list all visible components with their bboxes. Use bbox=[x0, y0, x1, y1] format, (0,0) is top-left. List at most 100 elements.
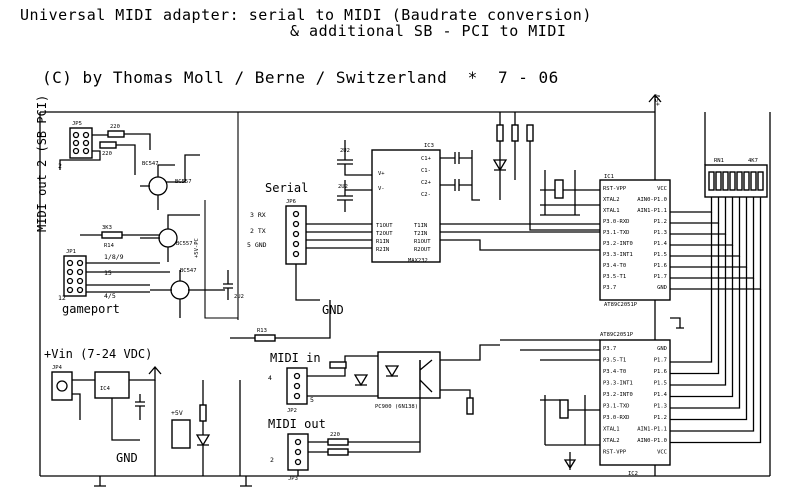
ic2-pin-right: GND bbox=[657, 346, 667, 352]
ic3-pin-c1p: C1+ bbox=[421, 156, 432, 162]
ic1-pin-right: VCC bbox=[657, 186, 667, 192]
label-r13: R13 bbox=[257, 328, 267, 334]
label-midi-in: MIDI in bbox=[270, 351, 321, 365]
rn1-element bbox=[729, 171, 736, 191]
rn1-to-ic2-wire bbox=[670, 223, 720, 375]
ic2-pin-right: P1.6 bbox=[654, 369, 667, 375]
ic3-pin-c1m: C1- bbox=[421, 168, 431, 174]
label-max232: MAX232 bbox=[408, 258, 428, 264]
rn1-element bbox=[750, 171, 757, 191]
ic1-pin-left: P3.0-RXD bbox=[603, 219, 630, 225]
label-gp-45: 4/5 bbox=[104, 292, 116, 300]
ic3-pin-t1in: T1IN bbox=[414, 223, 427, 229]
ic1-pin-left: RST-VPP bbox=[603, 186, 627, 192]
label-midi-in-4: 4 bbox=[268, 374, 272, 382]
ic2-pin-left: P3.4-T0 bbox=[603, 369, 626, 375]
ic2-pin-right: P1.5 bbox=[654, 381, 667, 387]
ic2-pin-right: VCC bbox=[657, 450, 667, 456]
ic3-pin-r1in: R1IN bbox=[376, 239, 389, 245]
ic1-pin-left: P3.5-T1 bbox=[603, 274, 626, 280]
rn1-to-ic2-wire bbox=[670, 267, 748, 421]
ic1-pin-right: P1.2 bbox=[654, 219, 667, 225]
ic2-pin-left: RST-VPP bbox=[603, 450, 627, 456]
rn1-to-ic2-wire bbox=[670, 234, 727, 386]
ic1-pin-right: GND bbox=[657, 285, 667, 291]
connector-serial: Serial JP6 3 RX 2 TX 5 GND GND bbox=[247, 181, 372, 317]
ic2-pin-right: P1.7 bbox=[654, 358, 667, 364]
connector-midi-in: MIDI in JP2 4 5 bbox=[268, 351, 378, 414]
rn1-to-ic2-wire bbox=[670, 289, 762, 444]
label-gp-12: 12 bbox=[58, 294, 66, 302]
ic1-pin-right: P1.6 bbox=[654, 263, 667, 269]
connector-jp5: JP5 2 220 220 bbox=[58, 121, 151, 175]
label-r220-b: 220 bbox=[102, 151, 112, 157]
connector-midi-out: MIDI out JP3 2 220 bbox=[268, 360, 421, 482]
capacitors-max232: 2U2 2U2 bbox=[337, 140, 480, 212]
ic3-pin-t2out: T2OUT bbox=[376, 231, 393, 237]
copyright-line: (C) by Thomas Moll / Berne / Switzerland… bbox=[42, 68, 559, 87]
label-midi-out: MIDI out bbox=[268, 417, 326, 431]
title-line-2: & additional SB - PCI to MIDI bbox=[290, 22, 567, 40]
rn1-to-ic1-wire bbox=[670, 197, 727, 235]
resistor-r13: R13 bbox=[230, 300, 331, 342]
ic3-pin-r1out: R1OUT bbox=[414, 239, 431, 245]
ic1-pin-left: P3.2-INT0 bbox=[603, 241, 633, 247]
label-bc557-a: BC557 bbox=[175, 179, 192, 185]
rn1-element bbox=[722, 171, 729, 191]
ic1-pin-right: P1.5 bbox=[654, 252, 667, 258]
label-ic2: IC2 bbox=[628, 471, 638, 477]
label-serial: Serial bbox=[265, 181, 308, 195]
label-plus5v-top: +5V bbox=[654, 94, 662, 106]
ic2-pin-left: XTAL1 bbox=[603, 427, 620, 433]
label-serial-rx: 3 RX bbox=[250, 211, 266, 219]
ic2-at89c2051: AT89C2051P IC2 P3.7P3.5-T1P3.4-T0P3.3-IN… bbox=[599, 332, 671, 477]
label-serial-tx: 2 TX bbox=[250, 227, 266, 235]
ic2-pin-left: P3.5-T1 bbox=[603, 358, 626, 364]
ic1-at89c2051: IC1 RST-VPPXTAL2XTAL1P3.0-RXDP3.1-TXDP3.… bbox=[599, 174, 671, 308]
ic1-pin-left: P3.3-INT1 bbox=[603, 252, 633, 258]
resistor-network-rn1: RN1 4K7 bbox=[704, 112, 768, 198]
label-gnd-bottom: GND bbox=[116, 451, 138, 465]
rn1-to-ic2-wire bbox=[670, 256, 741, 409]
label-jp2: JP2 bbox=[287, 408, 297, 414]
label-jp4: JP4 bbox=[52, 365, 63, 371]
opto-coupler: PC900 (6N138) bbox=[375, 344, 500, 415]
label-r220-a: 220 bbox=[110, 124, 120, 130]
label-jp5: JP5 bbox=[72, 121, 82, 127]
label-at89-bottom: AT89C2051P bbox=[600, 332, 634, 338]
label-gp-1: 1/8/9 bbox=[104, 253, 124, 261]
connector-gameport: JP1 1/8/9 15 12 4/5 gameport bbox=[58, 249, 170, 316]
label-midi-out-2: MIDI out 2 (SB PCI) bbox=[35, 95, 49, 232]
label-midi-in-5: 5 bbox=[310, 396, 314, 404]
rn1-element bbox=[757, 171, 764, 191]
label-ic3: IC3 bbox=[424, 143, 434, 149]
rn1-to-ic2-wire bbox=[670, 245, 734, 398]
power-supply: +Vin (7-24 VDC) JP4 IC4 GND +5V bbox=[44, 347, 252, 487]
rn1-element bbox=[708, 171, 715, 191]
ic1-pin-right: AIN0-P1.0 bbox=[637, 197, 667, 203]
ic2-pin-left: P3.2-INT0 bbox=[603, 392, 633, 398]
ic3-pin-t2in: T2IN bbox=[414, 231, 427, 237]
ic2-pin-right: P1.2 bbox=[654, 415, 667, 421]
label-c5-value: 2U2 bbox=[234, 294, 244, 300]
rn1-to-ic2-wire bbox=[670, 278, 755, 432]
ic1-pin-left: P3.1-TXD bbox=[603, 230, 630, 236]
ic2-pin-left: XTAL2 bbox=[603, 438, 620, 444]
rn1-element bbox=[743, 171, 750, 191]
label-serial-gnd: 5 GND bbox=[247, 241, 267, 249]
rn1-to-ic1-wire bbox=[670, 197, 734, 246]
rn1-element bbox=[736, 171, 743, 191]
supply-5v-top: +5V bbox=[648, 94, 662, 112]
ic3-max232: IC3 V+ V- C1+ C1- C2+ C2- T1OUT T2OUT R1… bbox=[371, 143, 441, 264]
label-bc547-a: BC547 bbox=[142, 161, 159, 167]
ic1-pin-left: P3.7 bbox=[603, 285, 616, 291]
ic1-pin-right: P1.3 bbox=[654, 230, 667, 236]
ic3-pin-r2in: R2IN bbox=[376, 247, 389, 253]
ic1-pin-right: P1.7 bbox=[654, 274, 667, 280]
ic3-pin-r2out: R2OUT bbox=[414, 247, 431, 253]
rn1-to-ic1-wire bbox=[670, 197, 713, 213]
label-gameport: gameport bbox=[62, 302, 120, 316]
label-opto: PC900 (6N138) bbox=[375, 404, 418, 410]
ic1-pin-right: P1.4 bbox=[654, 241, 668, 247]
